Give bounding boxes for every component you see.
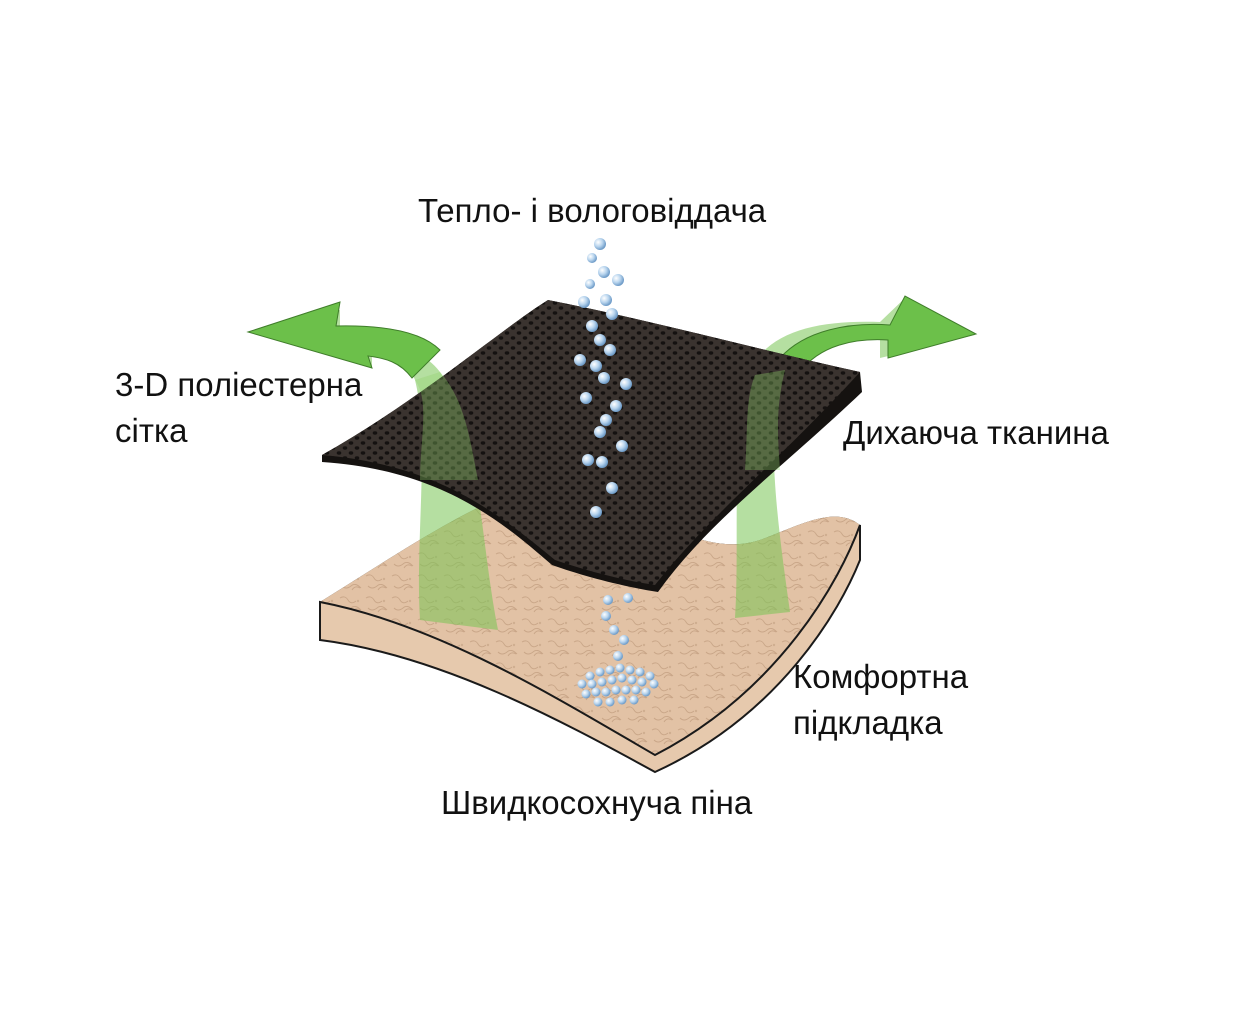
breathable-fabric-label: Дихаюча тканина <box>843 410 1109 456</box>
foam-label: Швидкосохнуча піна <box>441 780 752 826</box>
comfort-lining-label: Комфортна підкладка <box>793 654 968 746</box>
comfort-lining-line1: Комфортна <box>793 658 969 695</box>
heat-moisture-text: Тепло- і вологовіддача <box>418 192 767 229</box>
mesh-label-line1: 3-D поліестерна <box>115 366 363 403</box>
droplets-icon <box>574 238 633 661</box>
breathable-fabric-text: Дихаюча тканина <box>843 414 1109 451</box>
mesh-label-line2: сітка <box>115 412 188 449</box>
heat-moisture-label: Тепло- і вологовіддача <box>418 188 766 234</box>
mesh-label: 3-D поліестерна сітка <box>115 362 362 454</box>
foam-label-text: Швидкосохнуча піна <box>441 784 753 821</box>
arrow-overlay <box>415 370 785 480</box>
mesh-layer <box>322 300 862 592</box>
right-air-arrow-icon <box>735 295 978 618</box>
comfort-lining-line2: підкладка <box>793 704 943 741</box>
droplet-puddle-icon <box>577 663 659 707</box>
